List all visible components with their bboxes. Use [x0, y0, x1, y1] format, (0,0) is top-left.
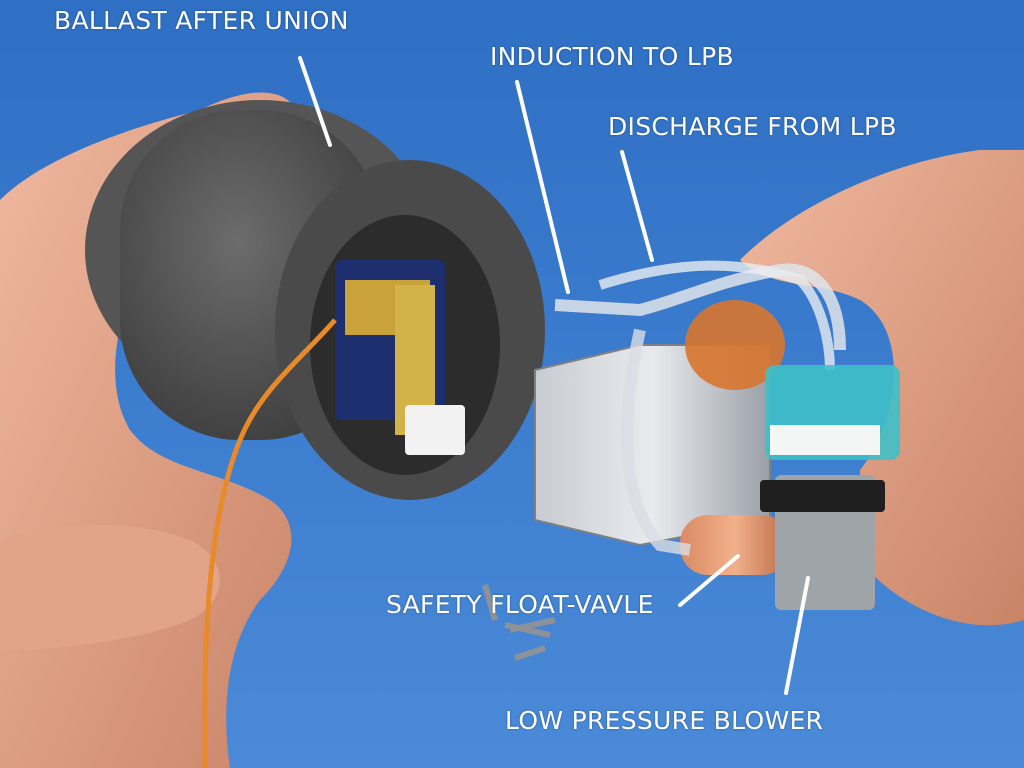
- left-hand-fingers: [0, 525, 220, 650]
- pump-clamp: [760, 480, 885, 512]
- limit-switch: [405, 405, 465, 455]
- pump-ring: [770, 425, 880, 455]
- valve-tube: [620, 328, 691, 556]
- discharge-tube: [598, 260, 835, 371]
- float-valve-top: [685, 300, 785, 390]
- label-induction-to-lpb: INDUCTION TO LPB: [490, 42, 734, 71]
- float-valve-body: [680, 515, 790, 575]
- label-discharge-from-lpb: DISCHARGE FROM LPB: [608, 112, 897, 141]
- screws: [482, 584, 556, 661]
- servo-wire: [202, 318, 337, 768]
- label-low-pressure-blower: LOW PRESSURE BLOWER: [505, 706, 824, 735]
- label-safety-float-valve: SAFETY FLOAT-VAVLE: [386, 590, 654, 619]
- label-ballast-after-union: BALLAST AFTER UNION: [54, 6, 349, 35]
- pointer-lines: [298, 56, 810, 695]
